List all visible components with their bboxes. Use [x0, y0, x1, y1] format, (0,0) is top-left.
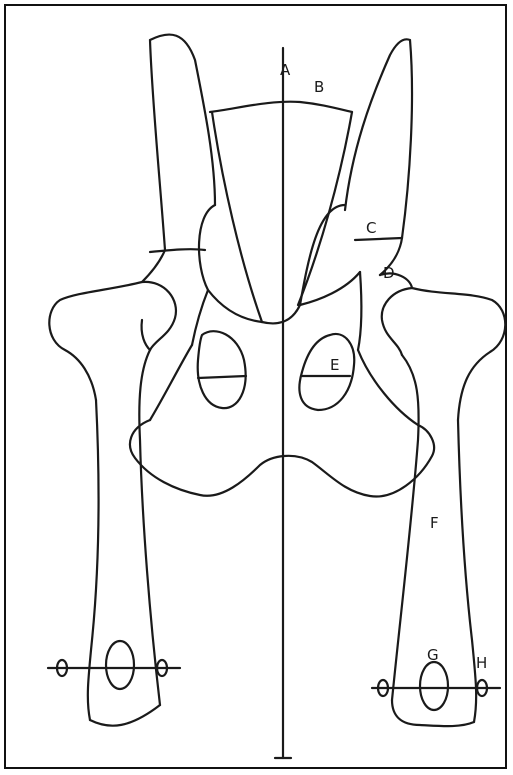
left-sacroiliac-lobe	[199, 205, 262, 322]
right-patella	[420, 662, 448, 710]
pelvis-left-lower	[150, 345, 192, 420]
line-c	[355, 238, 402, 240]
right-obturator-foramen	[299, 334, 354, 410]
label-c: C	[366, 219, 376, 237]
left-femur-shaft-outer	[88, 400, 99, 720]
pelvis-right-body	[358, 272, 361, 350]
right-femur-head-inner	[382, 288, 412, 355]
left-patella	[106, 641, 134, 689]
left-femur-shaft-inner	[139, 350, 160, 705]
sacrum-top-line	[210, 102, 352, 112]
left-ilium-neck-line	[150, 249, 205, 252]
sacrum-base	[262, 305, 300, 323]
label-h: H	[476, 654, 487, 672]
pelvis-left-body	[192, 290, 208, 345]
pelvis-right-lower	[358, 350, 418, 425]
label-f: F	[430, 514, 439, 532]
right-sacroiliac-lobe	[300, 205, 360, 305]
right-femur-condyle	[392, 700, 474, 726]
right-ilium-wing	[345, 39, 412, 238]
left-femur-head	[49, 282, 176, 400]
left-femur-neck	[142, 320, 150, 350]
label-g: G	[427, 646, 439, 664]
right-femur-shaft-outer	[458, 420, 476, 722]
left-obturator-line	[198, 376, 246, 378]
left-obturator-foramen	[198, 331, 246, 408]
sacrum-left-side	[212, 112, 262, 322]
label-b: B	[314, 78, 324, 96]
label-d: D	[383, 264, 395, 282]
left-femur-condyle	[90, 705, 160, 726]
left-ilium-body	[142, 250, 165, 282]
label-e: E	[330, 356, 339, 374]
label-a: A	[280, 61, 291, 79]
